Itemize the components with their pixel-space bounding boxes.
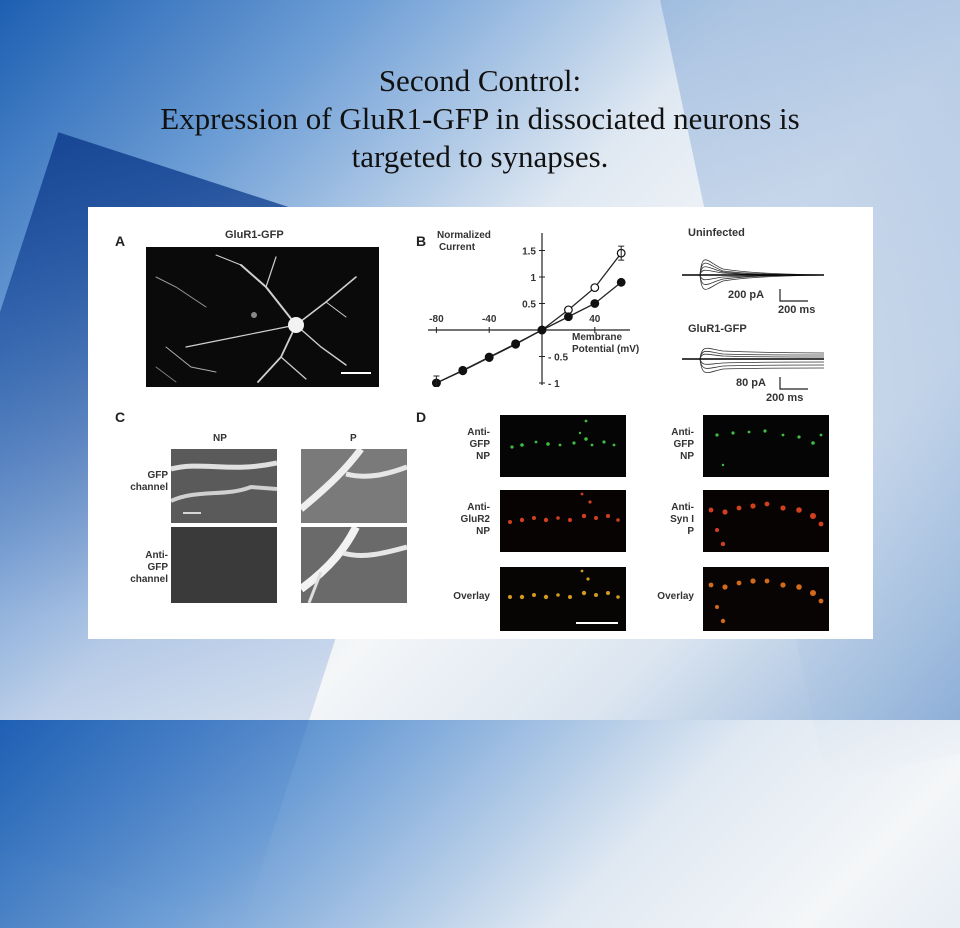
panel-b-label: B (416, 233, 427, 249)
row-label-overlay: Overlay (657, 591, 694, 602)
row-label-line: Anti- (145, 550, 168, 561)
row-label-anti-syn-p: Anti- Syn I P (644, 502, 694, 538)
dendrite-image (301, 449, 407, 523)
fluorescence-overlay-left (500, 567, 626, 631)
series-line (436, 281, 622, 384)
panel-c-label: C (115, 409, 126, 425)
column-p: P (350, 433, 357, 444)
row-label-gfp-channel: GFP channel (108, 470, 168, 494)
dendrite-image (301, 527, 407, 603)
row-label-overlay: Overlay (453, 591, 490, 602)
row-label-line: channel (130, 574, 168, 585)
row-label-anti-gfp-np: Anti- GFP NP (440, 427, 490, 463)
neuron-micrograph (146, 247, 379, 387)
panel-d-label: D (416, 409, 427, 425)
slide-title-line: targeted to synapses. (351, 139, 609, 174)
y-tick-label: 0.5 (522, 300, 536, 311)
dark-image (171, 527, 277, 603)
micrograph-p-gfp (301, 449, 407, 523)
x-axis-label-line: Membrane (572, 332, 623, 343)
data-point (590, 299, 600, 308)
scale-current: 200 pA (728, 289, 765, 301)
neuron-image (146, 247, 379, 387)
data-point (511, 339, 520, 349)
puncta-image (500, 415, 626, 477)
fluorescence-red-left (500, 490, 626, 552)
puncta-image (703, 490, 829, 552)
row-label-anti-gfp-np: Anti- GFP NP (644, 427, 694, 463)
fluorescence-red-right (703, 490, 829, 552)
puncta-image (500, 567, 626, 631)
row-label-line: Anti- (671, 427, 694, 438)
panel-a-caption: GluR1-GFP (225, 229, 284, 241)
row-label-line: channel (130, 482, 168, 493)
x-tick-label: -80 (429, 314, 444, 325)
x-tick-label: -40 (482, 314, 497, 325)
data-point (563, 312, 573, 322)
panel-a-label: A (115, 233, 126, 249)
scale-bar (779, 289, 808, 302)
data-point (590, 283, 600, 292)
puncta-image (703, 567, 829, 631)
slide-title: Second Control: Expression of GluR1-GFP … (60, 62, 900, 176)
row-label-line: NP (680, 451, 694, 462)
row-label-line: P (687, 526, 694, 537)
scale-time: 200 ms (778, 304, 816, 316)
row-label-line: Anti- (671, 502, 694, 513)
data-point (458, 365, 468, 375)
row-label-line: Anti- (467, 502, 490, 513)
y-tick-label: 1.5 (522, 247, 536, 258)
row-label-anti-gfp-channel: Anti- GFP channel (108, 550, 168, 586)
y-axis-label: Normalized Current (437, 230, 491, 254)
iv-plot: -80-4040801.510.5- 0.5- 1 (428, 233, 630, 387)
data-point (484, 352, 494, 362)
puncta-image (500, 490, 626, 552)
y-axis-label-line: Current (438, 242, 476, 253)
row-label-line: GFP (673, 439, 694, 450)
slide-title-line: Expression of GluR1-GFP in dissociated n… (160, 101, 800, 136)
traces-uninfected-title: Uninfected (688, 227, 745, 239)
data-point (616, 277, 626, 287)
scale-current: 80 pA (736, 377, 766, 389)
slide-title-line: Second Control: (378, 63, 582, 98)
micrograph-np-gfp (171, 449, 277, 523)
fluorescence-green-left (500, 415, 626, 477)
x-tick-label: 40 (589, 314, 601, 325)
data-point (537, 325, 547, 335)
fluorescence-overlay-right (703, 567, 829, 631)
y-tick-label: - 1 (548, 379, 560, 387)
row-label-line: GFP (147, 470, 168, 481)
row-label-line: Syn I (670, 514, 694, 525)
current-traces-uninfected (682, 259, 825, 290)
micrograph-p-anti-gfp (301, 527, 407, 603)
row-label-line: GFP (147, 562, 168, 573)
x-axis-label: Membrane Potential (mV) (572, 332, 639, 356)
scale-bar (779, 377, 808, 390)
row-label-line: GluR2 (460, 514, 490, 525)
row-label-line: NP (476, 451, 490, 462)
micrograph-np-anti-gfp (171, 527, 277, 603)
row-label-anti-glur2-np: Anti- GluR2 NP (440, 502, 490, 538)
row-label-line: GFP (469, 439, 490, 450)
figure-panel: A GluR1-GFP B (88, 207, 873, 639)
scale-time: 200 ms (766, 392, 804, 404)
dendrite-image (171, 449, 277, 523)
x-axis-label-line: Potential (mV) (572, 344, 640, 355)
fluorescence-green-right (703, 415, 829, 477)
traces-glur1-title: GluR1-GFP (688, 323, 747, 335)
row-label-line: Anti- (467, 427, 490, 438)
current-traces-glur1 (682, 347, 825, 374)
column-np: NP (213, 433, 227, 444)
y-tick-label: 1 (530, 273, 536, 284)
y-axis-label-line: Normalized (437, 230, 491, 241)
row-label-line: NP (476, 526, 490, 537)
y-tick-label: - 0.5 (548, 353, 568, 364)
puncta-image (703, 415, 829, 477)
